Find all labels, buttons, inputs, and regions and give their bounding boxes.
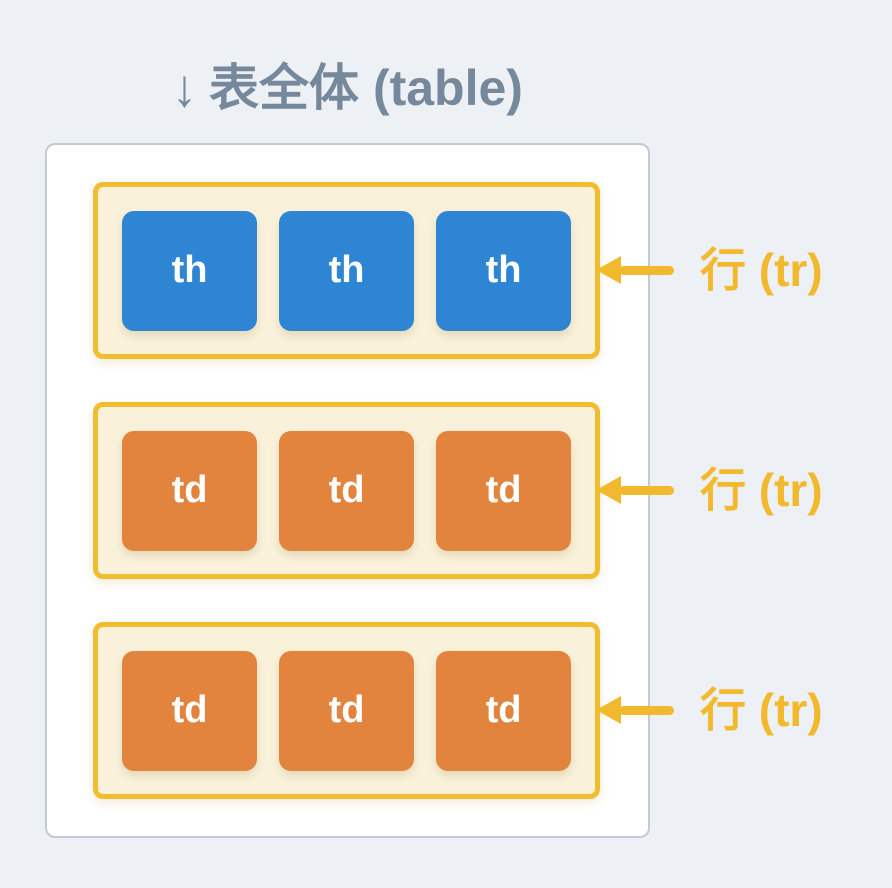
left-arrow-icon bbox=[596, 256, 621, 284]
row-label: 行 (tr) bbox=[700, 244, 823, 296]
arrow-line bbox=[619, 485, 674, 495]
down-arrow-icon: ↓ bbox=[172, 58, 198, 118]
row-label: 行 (tr) bbox=[700, 684, 823, 736]
row-annotation: 行 (tr) bbox=[596, 242, 823, 298]
td-cell: td bbox=[436, 430, 571, 551]
td-cell: td bbox=[436, 650, 571, 771]
td-cell: td bbox=[279, 430, 414, 551]
td-cell: td bbox=[122, 650, 257, 771]
td-cell: td bbox=[122, 430, 257, 551]
left-arrow-icon bbox=[596, 696, 621, 724]
row-annotation: 行 (tr) bbox=[596, 462, 823, 518]
title-text: 表全体 (table) bbox=[209, 60, 523, 116]
arrow-line bbox=[619, 265, 674, 275]
left-arrow-icon bbox=[596, 476, 621, 504]
diagram-title: ↓表全体 (table) bbox=[45, 48, 650, 120]
td-cell: td bbox=[279, 650, 414, 771]
th-cell: th bbox=[279, 210, 414, 331]
th-cell: th bbox=[122, 210, 257, 331]
row-annotation: 行 (tr) bbox=[596, 682, 823, 738]
arrow-line bbox=[619, 705, 674, 715]
th-cell: th bbox=[436, 210, 571, 331]
row-label: 行 (tr) bbox=[700, 464, 823, 516]
